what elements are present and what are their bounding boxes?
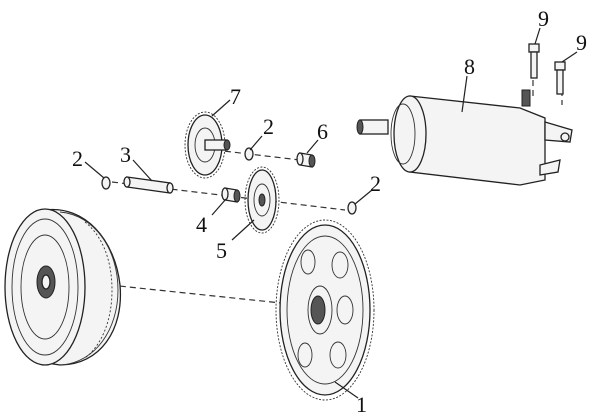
- axis-line-lower: [111, 181, 346, 211]
- callout-6: 6: [317, 119, 328, 144]
- bolt-9b: [554, 61, 566, 95]
- callout-2a: 2: [72, 146, 83, 171]
- callout-8: 8: [464, 54, 475, 79]
- washer-2b: [244, 147, 254, 161]
- leader-5: [231, 219, 255, 241]
- axis-line-upper: [214, 149, 301, 161]
- bushing-4: [221, 187, 241, 203]
- ring-gear-1: [275, 219, 375, 401]
- callout-2c: 2: [370, 171, 381, 196]
- leader-4: [211, 198, 227, 216]
- bushing-6: [296, 152, 316, 168]
- flywheel: [4, 208, 122, 366]
- leader-7: [211, 99, 231, 117]
- leader-1: [334, 381, 359, 399]
- leader-3: [132, 159, 153, 182]
- leader-9a: [534, 27, 541, 45]
- callout-7: 7: [230, 84, 241, 109]
- leader-2b: [249, 135, 263, 151]
- callout-5: 5: [216, 238, 227, 263]
- callout-2b: 2: [263, 114, 274, 139]
- washer-2a: [101, 176, 111, 190]
- callout-3: 3: [120, 142, 131, 167]
- callout-9a: 9: [538, 6, 549, 31]
- gear-5: [244, 166, 280, 234]
- shaft-3: [123, 176, 174, 194]
- starter-motor-8: [356, 89, 573, 186]
- callout-9b: 9: [576, 30, 587, 55]
- leader-9b: [561, 51, 578, 63]
- gear-7: [184, 111, 231, 179]
- callout-4: 4: [196, 212, 207, 237]
- washer-2c: [347, 201, 357, 215]
- callout-1: 1: [356, 392, 367, 417]
- bolt-9a: [528, 43, 540, 79]
- leader-6: [306, 139, 319, 154]
- leader-8: [461, 75, 468, 113]
- axis-line-flywheel: [99, 283, 301, 306]
- leader-2a: [84, 161, 105, 179]
- leader-2c: [354, 189, 373, 205]
